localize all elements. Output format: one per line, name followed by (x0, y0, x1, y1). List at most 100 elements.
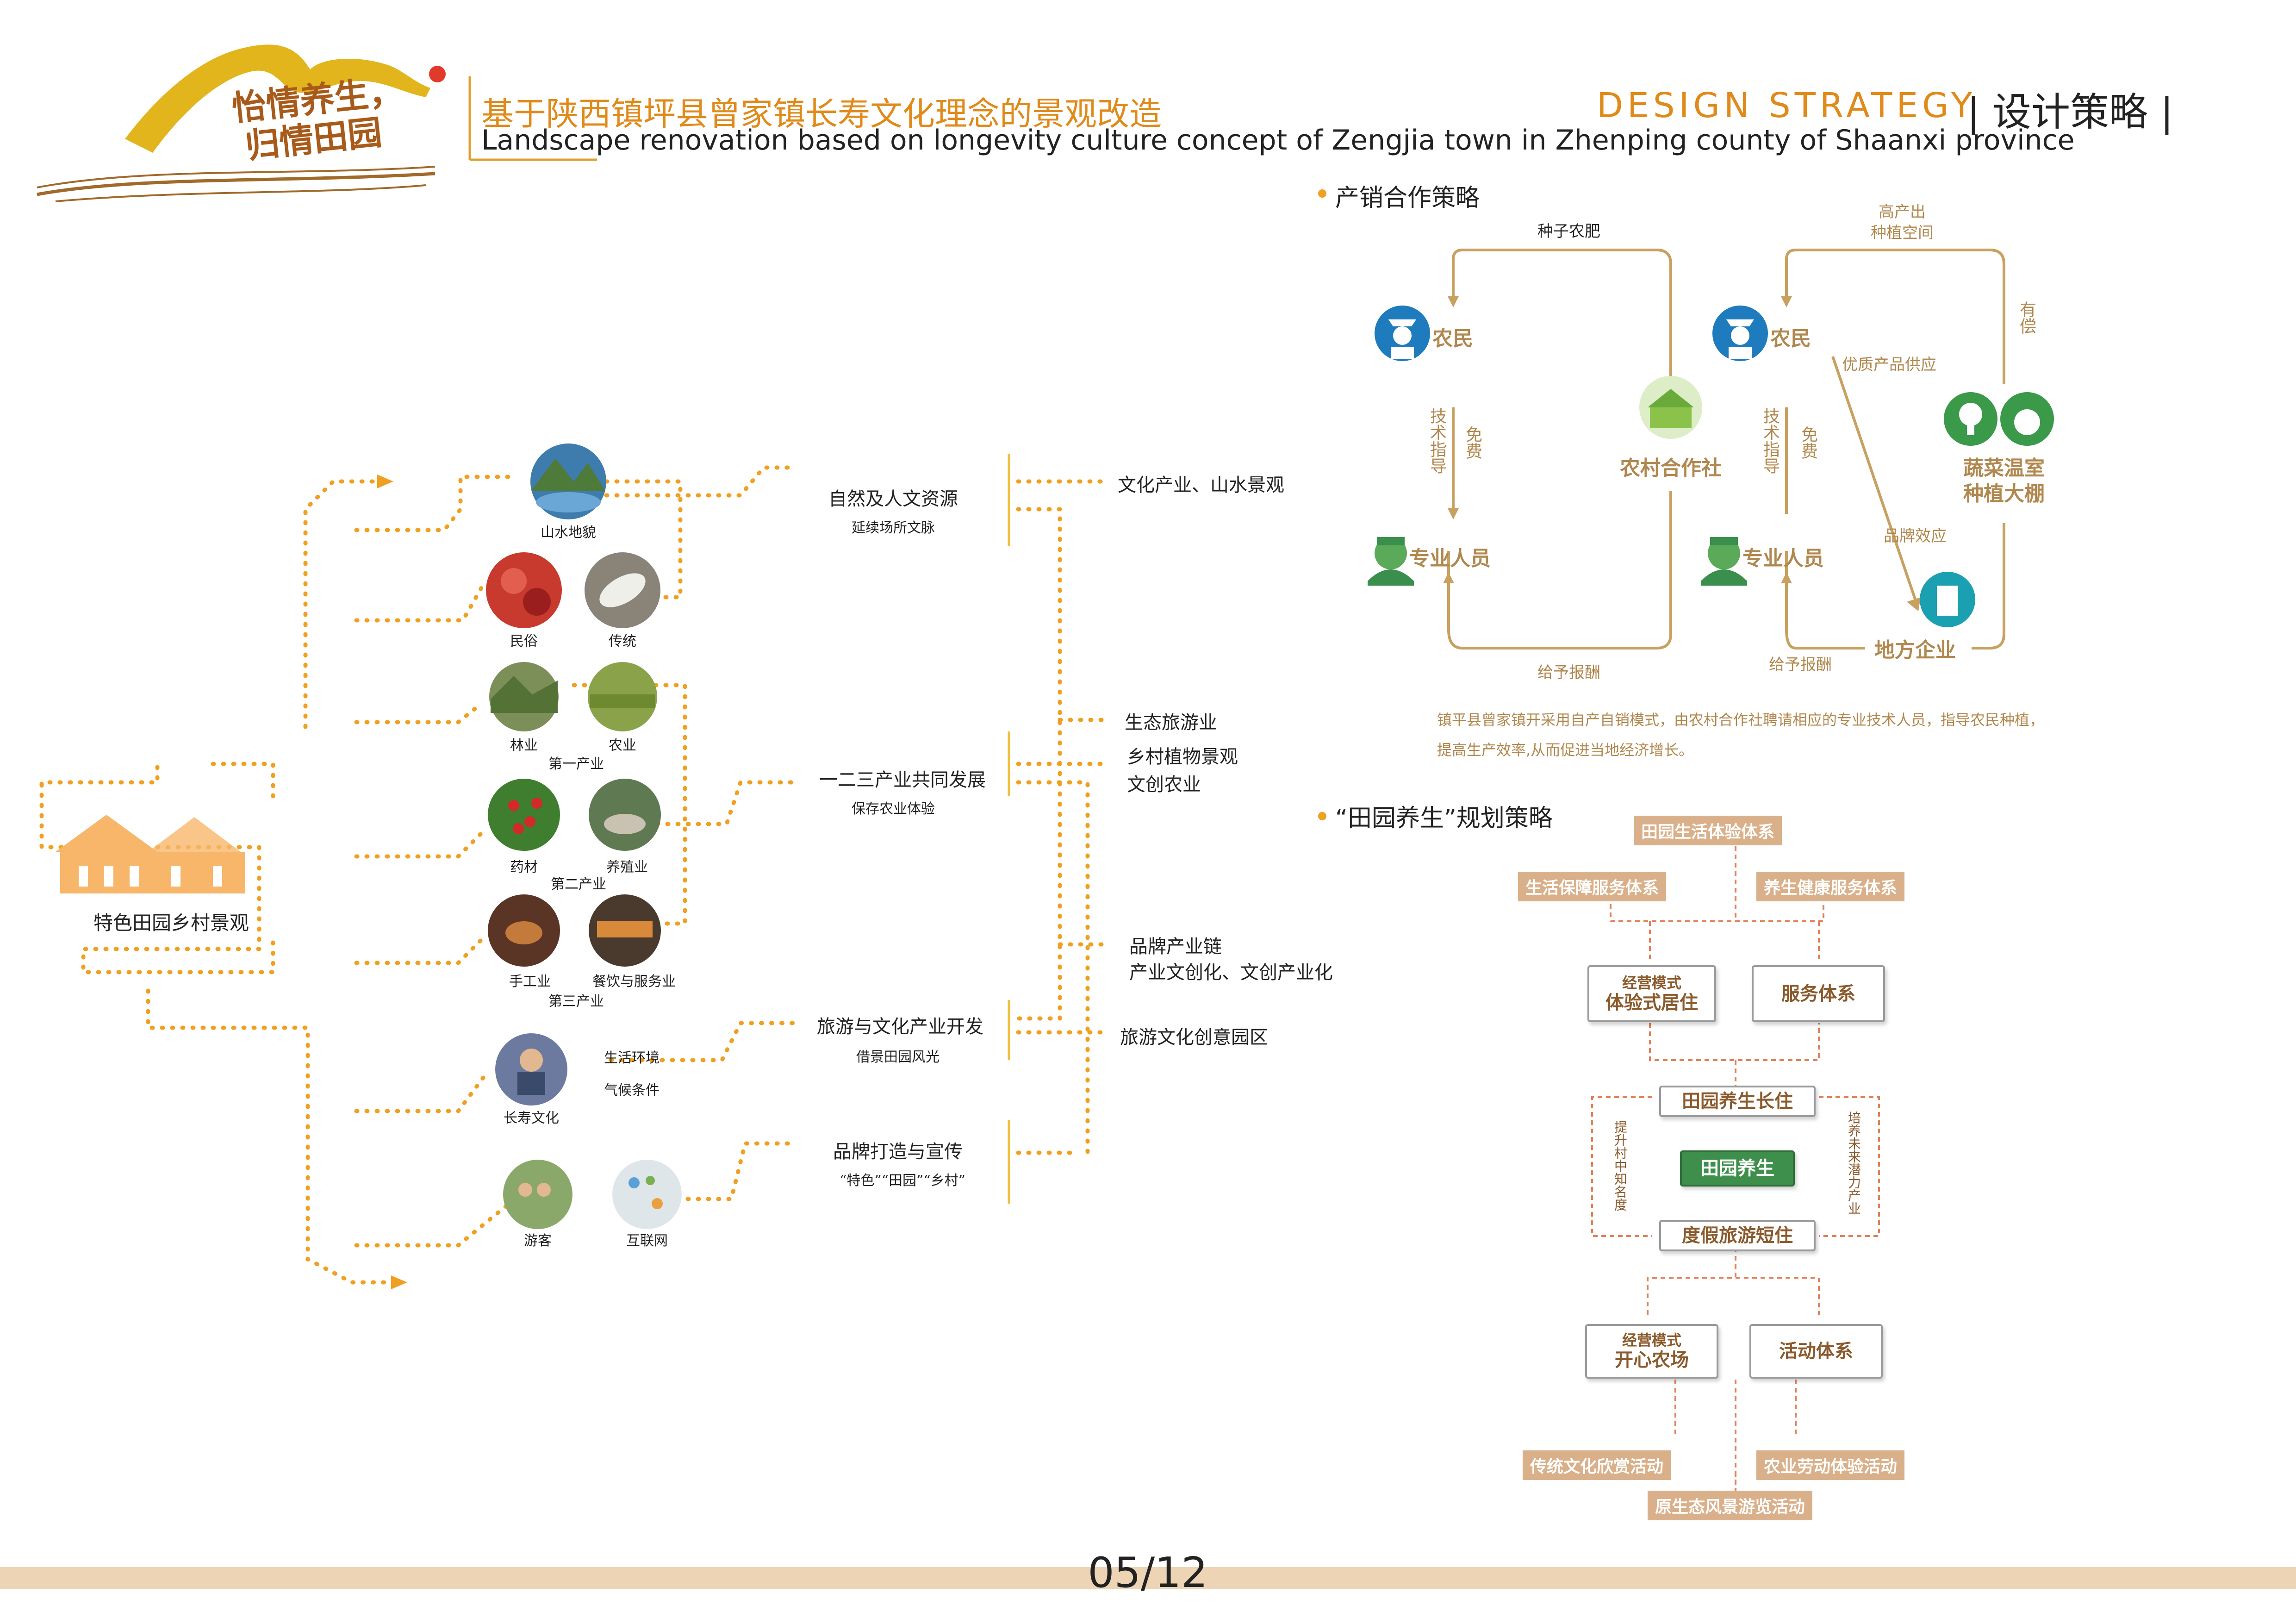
plan-bullet (1318, 812, 1326, 820)
farmer-icon-2 (1712, 306, 1768, 361)
expert-label: 专业人员 (1409, 547, 1491, 570)
node-label: 药材 (510, 859, 538, 875)
cycle-label: 给予报酬 (1769, 656, 1832, 674)
box-large-text: 体验式居住 (1605, 992, 1698, 1013)
plan-box: 活动体系 (1749, 1324, 1883, 1379)
box-large-text: 田园养生长住 (1682, 1091, 1793, 1112)
expert-label: 专业人员 (1742, 547, 1824, 570)
plan-center-top: 田园养生长住 (1659, 1086, 1816, 1117)
right-label: 文化产业、山水景观 (1118, 475, 1284, 496)
node-label: 山水地貌 (541, 525, 596, 541)
greenhouse-label: 蔬菜温室 (1963, 456, 2045, 480)
box-large-text: 度假旅游短住 (1682, 1225, 1793, 1246)
brand-label: 品牌效应 (1884, 527, 1947, 545)
mid-sub: “特色”“田园”“乡村” (839, 1173, 966, 1189)
plan-box: 经营模式 体验式居住 (1587, 965, 1716, 1022)
node-label: 长寿文化 (504, 1110, 559, 1126)
mid-title: 品牌打造与宣传 (833, 1141, 963, 1162)
plan-lines (1591, 838, 1880, 1491)
farmer-label: 农民 (1770, 327, 1811, 350)
group-label: 第二产业 (551, 876, 606, 893)
expert-icon-2 (1701, 537, 1747, 586)
photo-forestry (489, 662, 559, 731)
tech-label: 技术指导 (1427, 407, 1446, 474)
tech-label: 技术指导 (1761, 407, 1780, 474)
box-small-text: 经营模式 (1622, 974, 1681, 992)
vegetable-icon (1944, 392, 1997, 446)
cycle-label: 种植空间 (1871, 224, 1934, 242)
node-label: 互联网 (626, 1233, 668, 1249)
top-arrow (377, 475, 393, 488)
mid-title: 自然及人文资源 (828, 488, 958, 510)
farmer-icon (1375, 306, 1430, 361)
greenhouse-label: 种植大棚 (1963, 482, 2045, 506)
plan-box: 服务体系 (1752, 965, 1885, 1022)
photo-breeding (589, 779, 661, 851)
node-label: 养殖业 (606, 859, 648, 875)
mid-sub: 借景田园风光 (856, 1049, 940, 1065)
cycle-label: 种子农肥 (1537, 222, 1600, 241)
tomato-icon (2000, 392, 2054, 446)
photo-herbs (488, 779, 560, 851)
mid-sub: 保存农业体验 (852, 801, 935, 817)
box-large-text: 活动体系 (1779, 1341, 1853, 1362)
box-large-text: 开心农场 (1615, 1349, 1689, 1371)
strategy-en: DESIGN STRATEGY (1597, 86, 1977, 125)
strategy-cn: | 设计策略 | (1967, 89, 2174, 135)
supply-label: 优质产品供应 (1842, 356, 1936, 374)
node-label: 林业 (510, 737, 538, 754)
side-label: 培养未来潜力产业 (1846, 1111, 1861, 1215)
photo-landscape (530, 443, 606, 519)
right-label: 品牌产业链 (1129, 936, 1222, 957)
right-label: 生态旅游业 (1125, 712, 1217, 733)
coop-cycle-lines (1447, 249, 2005, 650)
plan-heading: “田园养生”规划策略 (1335, 805, 1553, 832)
plan-tag: 生活保障服务体系 (1518, 872, 1667, 901)
cycle-label: 高产出 (1879, 203, 1926, 221)
right-label: 产业文创化、文创产业化 (1129, 962, 1333, 983)
node-label: 游客 (524, 1233, 552, 1249)
free-label: 免费 (1463, 426, 1482, 459)
node-label: 农业 (609, 737, 636, 754)
group-label: 第三产业 (548, 993, 604, 1010)
footer-band (0, 1567, 2296, 1589)
title-en: Landscape renovation based on longevity … (481, 124, 2075, 156)
side-label: 提升村中知名度 (1612, 1120, 1628, 1211)
coop-bullet (1318, 189, 1326, 198)
photo-tradition (585, 552, 660, 628)
photo-folk (486, 552, 562, 628)
node-label: 手工业 (509, 974, 551, 990)
house-icon (56, 815, 245, 893)
cycle-label: 给予报酬 (1537, 663, 1600, 682)
photo-tourists (503, 1160, 572, 1229)
node-label: 生活环境 (604, 1050, 660, 1066)
photo-circles (486, 443, 682, 1229)
node-label: 民俗 (510, 633, 538, 650)
mid-title: 一二三产业共同发展 (819, 769, 986, 791)
plan-tag: 田园生活体验体系 (1634, 816, 1782, 845)
expert-icon (1368, 537, 1414, 586)
node-label: 传统 (609, 633, 636, 650)
mid-title: 旅游与文化产业开发 (817, 1016, 983, 1037)
page-number: 05/12 (1088, 1549, 1208, 1597)
cooperative-icon (1639, 376, 1702, 439)
photo-longevity (495, 1033, 567, 1106)
group-label: 第一产业 (548, 756, 604, 772)
plan-center-bottom: 度假旅游短住 (1659, 1220, 1816, 1251)
company-label: 地方企业 (1874, 638, 1956, 662)
paid-label: 有偿 (2017, 301, 2036, 334)
box-large-text: 服务体系 (1781, 983, 1855, 1005)
plan-box: 经营模式 开心农场 (1585, 1324, 1718, 1379)
coop-label: 农村合作社 (1620, 456, 1722, 480)
left-flow-lines (39, 465, 1104, 1285)
coop-description: 镇平县曾家镇开采用自产自销模式，由农村合作社聘请相应的专业技术人员，指导农民种植… (1437, 711, 2045, 729)
free-label: 免费 (1798, 426, 1817, 459)
coop-description: 提高生产效率,从而促进当地经济增长。 (1437, 741, 1694, 759)
box-small-text: 经营模式 (1622, 1331, 1681, 1349)
plan-tag: 养生健康服务体系 (1756, 872, 1905, 901)
right-label: 旅游文化创意园区 (1120, 1027, 1268, 1048)
node-label: 餐饮与服务业 (592, 974, 676, 990)
mid-sub: 延续场所文脉 (852, 520, 935, 536)
photo-handicraft (488, 894, 560, 967)
